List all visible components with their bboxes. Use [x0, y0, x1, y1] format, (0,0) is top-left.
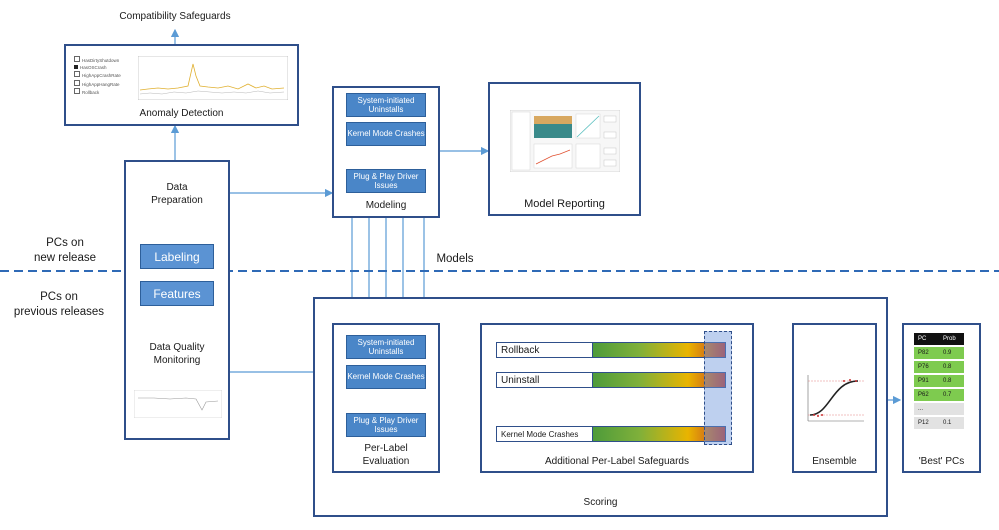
label-new-release: PCs on new release	[33, 237, 96, 264]
best-pcs-header-row: PC Prob	[914, 333, 964, 345]
eval-item-uninstalls[interactable]: System-initiated Uninstalls	[346, 335, 426, 359]
anomaly-detection-box[interactable]: HasDirtyShutdown HasOSCrash HighAppCrash…	[64, 44, 299, 126]
table-row[interactable]: P76 0.8	[914, 361, 964, 373]
per-label-evaluation-box[interactable]: System-initiated Uninstalls Kernel Mode …	[332, 323, 440, 473]
modeling-title: Modeling	[365, 200, 407, 211]
table-row[interactable]: P62 0.7	[914, 389, 964, 401]
data-preparation-box[interactable]: Data Preparation Labeling Features Data …	[124, 160, 230, 440]
scoring-title: Scoring	[583, 497, 618, 508]
model-reporting-box[interactable]: Model Reporting	[488, 82, 641, 216]
labeling-button[interactable]: Labeling	[140, 244, 214, 269]
eval-item-pnp-driver[interactable]: Plug & Play Driver Issues	[346, 413, 426, 437]
header-prob: Prob	[939, 333, 964, 345]
safeguard-cutoff-highlight	[704, 331, 732, 445]
ensemble-sigmoid-icon	[807, 375, 864, 422]
data-quality-chart-thumbnail	[134, 390, 222, 418]
safeguard-gradient-kernel-crashes	[593, 427, 725, 441]
table-row[interactable]: P91 0.8	[914, 375, 964, 387]
anomaly-detection-title: Anomaly Detection	[139, 108, 224, 119]
table-row[interactable]: P12 0.1	[914, 417, 964, 429]
safeguard-gradient-uninstall	[593, 373, 725, 387]
ensemble-title: Ensemble	[812, 456, 857, 467]
best-pcs-box[interactable]: PC Prob P82 0.9 P76 0.8 P91 0.8 P62 0.7 …	[902, 323, 981, 473]
features-button[interactable]: Features	[140, 281, 214, 306]
safeguard-bar-rollback: Rollback	[496, 342, 726, 358]
models-label: Models	[436, 253, 474, 265]
per-label-safeguards-title: Additional Per-Label Safeguards	[545, 456, 689, 467]
anomaly-chart-thumbnail	[138, 56, 288, 100]
ensemble-box[interactable]: Ensemble	[792, 323, 877, 473]
safeguard-label-rollback: Rollback	[497, 343, 593, 357]
safeguard-gradient-rollback	[593, 343, 725, 357]
modeling-item-pnp-driver[interactable]: Plug & Play Driver Issues	[346, 169, 426, 193]
per-label-safeguards-box[interactable]: Rollback Uninstall Kernel Mode Crashes A…	[480, 323, 754, 473]
header-pc: PC	[914, 333, 939, 345]
modeling-item-kernel-crashes[interactable]: Kernel Mode Crashes	[346, 122, 426, 146]
modeling-box[interactable]: System-initiated Uninstalls Kernel Mode …	[332, 86, 440, 218]
modeling-item-uninstalls[interactable]: System-initiated Uninstalls	[346, 93, 426, 117]
safeguard-bar-kernel-crashes: Kernel Mode Crashes	[496, 426, 726, 442]
model-reporting-title: Model Reporting	[524, 198, 605, 210]
safeguard-label-uninstall: Uninstall	[497, 373, 593, 387]
safeguard-bar-uninstall: Uninstall	[496, 372, 726, 388]
per-label-evaluation-title: Per-Label Evaluation	[362, 443, 410, 467]
eval-item-kernel-crashes[interactable]: Kernel Mode Crashes	[346, 365, 426, 389]
data-preparation-label: Data Preparation	[151, 182, 203, 206]
data-quality-monitoring-label: Data Quality Monitoring	[149, 342, 205, 366]
best-pcs-table: PC Prob P82 0.9 P76 0.8 P91 0.8 P62 0.7 …	[914, 331, 964, 431]
model-reporting-thumbnail	[510, 110, 620, 172]
best-pcs-title: 'Best' PCs	[918, 456, 965, 467]
anomaly-legend: HasDirtyShutdown HasOSCrash HighAppCrash…	[74, 56, 121, 96]
compatibility-safeguards-label: Compatibility Safeguards	[119, 11, 231, 22]
table-row[interactable]: ...	[914, 403, 964, 415]
safeguard-label-kernel-crashes: Kernel Mode Crashes	[497, 427, 593, 441]
label-previous-releases: PCs on previous releases	[13, 291, 105, 318]
table-row[interactable]: P82 0.9	[914, 347, 964, 359]
